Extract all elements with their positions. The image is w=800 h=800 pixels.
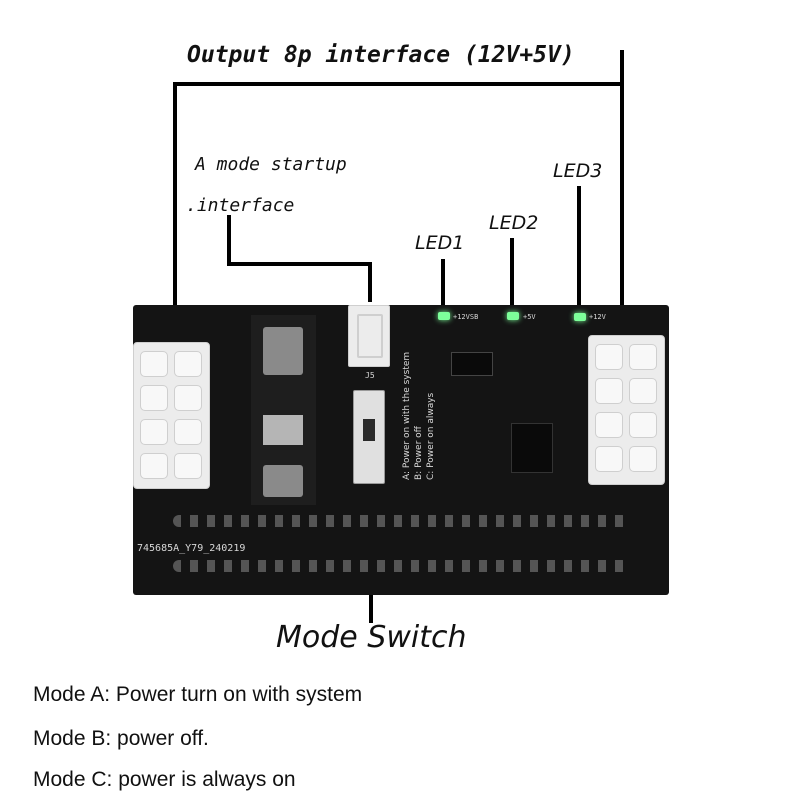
startup-leader-vert1 bbox=[227, 215, 231, 265]
silk-mode-text: A: Power on with the system B: Power off… bbox=[402, 351, 436, 480]
led1-leader bbox=[441, 259, 445, 313]
mode-switch-label: Mode Switch bbox=[276, 620, 467, 655]
silk-led1-label: +12VSB bbox=[453, 313, 479, 321]
silk-led3-label: +12V bbox=[589, 313, 606, 321]
startup-leader-vert2 bbox=[368, 262, 372, 302]
output-leader-right bbox=[620, 50, 624, 342]
header-pins-row-2 bbox=[173, 560, 628, 572]
led2-leader bbox=[510, 238, 514, 310]
led2-indicator bbox=[507, 312, 519, 320]
output-interface-label: Output 8p interface (12V+5V) bbox=[187, 42, 575, 68]
small-component bbox=[451, 352, 493, 376]
ic-chip bbox=[511, 423, 553, 473]
startup-interface-label-line1: A mode startup bbox=[195, 154, 347, 175]
header-pins-row-1 bbox=[173, 515, 628, 527]
mode-slide-switch[interactable] bbox=[353, 390, 385, 484]
startup-connector-j5 bbox=[348, 305, 390, 367]
output-leader-top bbox=[173, 82, 624, 86]
led3-label: LED3 bbox=[553, 160, 603, 182]
led2-label: LED2 bbox=[489, 212, 539, 234]
led3-leader bbox=[577, 186, 581, 311]
led3-indicator bbox=[574, 313, 586, 321]
left-8pin-connector bbox=[133, 342, 210, 489]
mode-c-description: Mode C: power is always on bbox=[33, 768, 296, 791]
output-leader-left bbox=[173, 82, 177, 344]
silk-serial: 745685A_Y79_240219 bbox=[137, 543, 246, 554]
startup-leader-horiz bbox=[227, 262, 372, 266]
pcb-board: J5 +12VSB +5V +12V A: Power on with the … bbox=[133, 305, 669, 595]
silk-led2-label: +5V bbox=[523, 313, 536, 321]
silk-j5: J5 bbox=[365, 371, 375, 380]
power-mosfet-area bbox=[251, 315, 316, 505]
mode-a-description: Mode A: Power turn on with system bbox=[33, 683, 363, 706]
startup-interface-label-line2: .interface bbox=[186, 195, 295, 216]
right-8pin-connector bbox=[588, 335, 665, 485]
mode-b-description: Mode B: power off. bbox=[33, 727, 209, 750]
led1-label: LED1 bbox=[415, 232, 465, 254]
led1-indicator bbox=[438, 312, 450, 320]
